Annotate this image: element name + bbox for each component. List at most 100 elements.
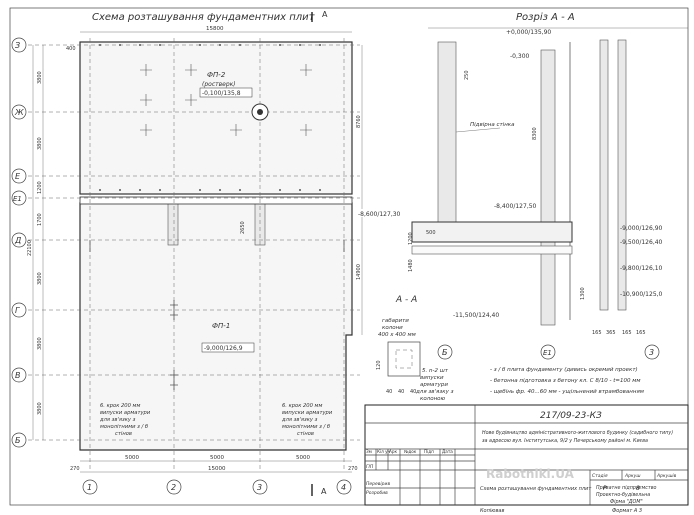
svg-text:Підп: Підп xyxy=(424,449,434,454)
title-block xyxy=(364,404,689,506)
wall-label: Підвірна стінка xyxy=(470,122,515,128)
svg-text:500: 500 xyxy=(426,230,436,236)
svg-text:3800: 3800 xyxy=(37,337,43,350)
fp2-sub: (ростверк) xyxy=(202,81,236,88)
svg-text:2: 2 xyxy=(171,483,176,492)
dim-400-left: 400 xyxy=(66,46,76,52)
svg-text:стінов: стінов xyxy=(297,431,314,437)
svg-text:Дата: Дата xyxy=(442,449,453,454)
svg-text:165: 165 xyxy=(592,330,602,336)
svg-text:для зв'язку з: для зв'язку з xyxy=(281,417,318,423)
fp1-label: ФП-1 xyxy=(212,322,230,330)
stamp-watermark: Rabotniki.UA xyxy=(486,467,575,481)
svg-text:випуски арматури: випуски арматури xyxy=(100,410,151,416)
svg-text:Фірма "ДОМ": Фірма "ДОМ" xyxy=(610,499,643,505)
stamp-perevir: Перевірив xyxy=(366,481,390,487)
section-level-8400: -8,400/127,50 xyxy=(494,203,537,210)
section-wall-left xyxy=(437,41,457,223)
svg-text:22100: 22100 xyxy=(27,240,33,256)
section-slab xyxy=(411,221,573,243)
stamp-project-1: Нове будівництво адміністративного-житло… xyxy=(482,430,673,436)
svg-text:стінов: стінов xyxy=(115,431,132,437)
svg-text:Г: Г xyxy=(15,306,20,315)
svg-text:для зв'язку з: для зв'язку з xyxy=(415,389,454,395)
svg-text:Арк: Арк xyxy=(389,449,398,454)
general-notes: - з / б плита фундаменту (дивись окремий… xyxy=(490,367,644,395)
svg-text:6. крок 200 мм: 6. крок 200 мм xyxy=(282,403,322,409)
svg-text:Приватне підприємство: Приватне підприємство xyxy=(596,485,657,491)
stamp-sheet-title: Схема розташування фундаментних плит xyxy=(480,486,592,492)
svg-text:365: 365 xyxy=(606,330,616,336)
section-dims: 1200 1480 8300 1300 500 250 xyxy=(408,70,586,300)
detail-sub: габарити колони 400 x 400 мм xyxy=(378,318,416,338)
right-dims: 8760 14900 xyxy=(356,115,362,280)
svg-text:6. крок 200 мм: 6. крок 200 мм xyxy=(100,403,140,409)
svg-text:1: 1 xyxy=(87,483,92,492)
stamp-sheets-h: Аркушів xyxy=(656,473,677,479)
plan-note-left: 6. крок 200 мм випуски арматури для зв'я… xyxy=(99,403,151,437)
svg-text:250: 250 xyxy=(464,70,470,80)
stamp-copied: Копіював xyxy=(480,508,504,514)
svg-text:165: 165 xyxy=(636,330,646,336)
edge-270-left: 270 xyxy=(70,466,80,472)
fp2-level: -0,100/135,8 xyxy=(202,90,241,97)
section-level-0300: -0,300 xyxy=(510,53,530,60)
bottom-dim-3: 5000 xyxy=(296,455,310,461)
svg-text:1200: 1200 xyxy=(37,181,43,194)
svg-text:- щебінь фр. 40...60 мм - ущіл: - щебінь фр. 40...60 мм - ущільнений втр… xyxy=(490,389,644,395)
fp1-level-box xyxy=(201,342,255,353)
section-top-level: +0,000/135,90 xyxy=(506,29,551,36)
plan-title: Схема розташування фундаментних плит xyxy=(92,12,316,23)
stamp-razrobil: Розробив xyxy=(366,490,388,496)
svg-text:3800: 3800 xyxy=(37,137,43,150)
section-wall-right-1 xyxy=(599,39,609,311)
svg-text:для зв'язку з: для зв'язку з xyxy=(99,417,136,423)
detail-dims: 40 40 40 120 xyxy=(376,360,416,395)
svg-text:Д: Д xyxy=(14,236,21,245)
wall-stub-1 xyxy=(167,199,179,246)
svg-text:4: 4 xyxy=(341,483,346,492)
svg-text:1480: 1480 xyxy=(408,259,414,272)
svg-text:колони: колони xyxy=(382,325,403,331)
svg-text:1700: 1700 xyxy=(37,213,43,226)
section-bottom-dims: 165 365 165 165 xyxy=(592,330,646,336)
rebar-marks-upper xyxy=(140,64,312,136)
stamp-sheet: 8 xyxy=(636,485,640,492)
stamp-stage-h: Стадія xyxy=(592,473,608,479)
detail-column-outline xyxy=(387,341,421,377)
svg-text:400 x 400 мм: 400 x 400 мм xyxy=(378,332,416,338)
svg-text:Зм: Зм xyxy=(366,449,372,454)
section-marker-bottom: А xyxy=(321,487,327,496)
svg-text:Кіл уч: Кіл уч xyxy=(377,449,391,454)
svg-text:випуски арматури: випуски арматури xyxy=(282,410,333,416)
plan-note-right: 6. крок 200 мм випуски арматури для зв'я… xyxy=(281,403,333,437)
svg-text:5. n-2 шт: 5. n-2 шт xyxy=(422,368,449,374)
svg-text:монолітними з / б: монолітними з / б xyxy=(282,424,331,430)
detail-title: А - А xyxy=(395,295,417,305)
edge-270-right: 270 xyxy=(348,466,358,472)
section-wall-right-2 xyxy=(617,39,627,311)
row-axis-markers: З Ж Е Е1 Д Г В Б xyxy=(11,37,27,448)
bottom-dim-2: 5000 xyxy=(210,455,224,461)
stamp-sheet-h: Аркуш xyxy=(624,473,640,479)
svg-text:165: 165 xyxy=(622,330,632,336)
rebar-marks-lower xyxy=(89,240,345,390)
svg-text:В: В xyxy=(15,371,21,380)
left-dims: 3800 3800 1200 1700 3800 3800 3800 22100 xyxy=(27,71,43,415)
svg-text:8300: 8300 xyxy=(532,127,538,140)
svg-text:№док: №док xyxy=(404,449,417,454)
svg-text:40: 40 xyxy=(410,389,416,395)
svg-text:3: 3 xyxy=(257,483,262,492)
svg-text:габарити: габарити xyxy=(382,318,409,324)
section-right-levels: -9,000/126,90 -9,500/126,40 -9,800/126,1… xyxy=(620,225,663,298)
stamp-org: Приватне підприємство Проектно-будівельн… xyxy=(596,485,657,505)
fp2-label: ФП-2 xyxy=(207,71,226,79)
svg-text:Е1: Е1 xyxy=(543,349,552,357)
dim-overall-width: 15800 xyxy=(206,26,224,32)
stamp-project-2: за адресою вул. Інститутська, 9/2 у Пече… xyxy=(482,438,648,444)
sheet-border xyxy=(9,7,689,506)
svg-text:монолітними з / б: монолітними з / б xyxy=(100,424,149,430)
svg-text:1300: 1300 xyxy=(580,287,586,300)
detail-note: 5. n-2 шт випуски арматури для зв'язку з… xyxy=(415,368,454,402)
